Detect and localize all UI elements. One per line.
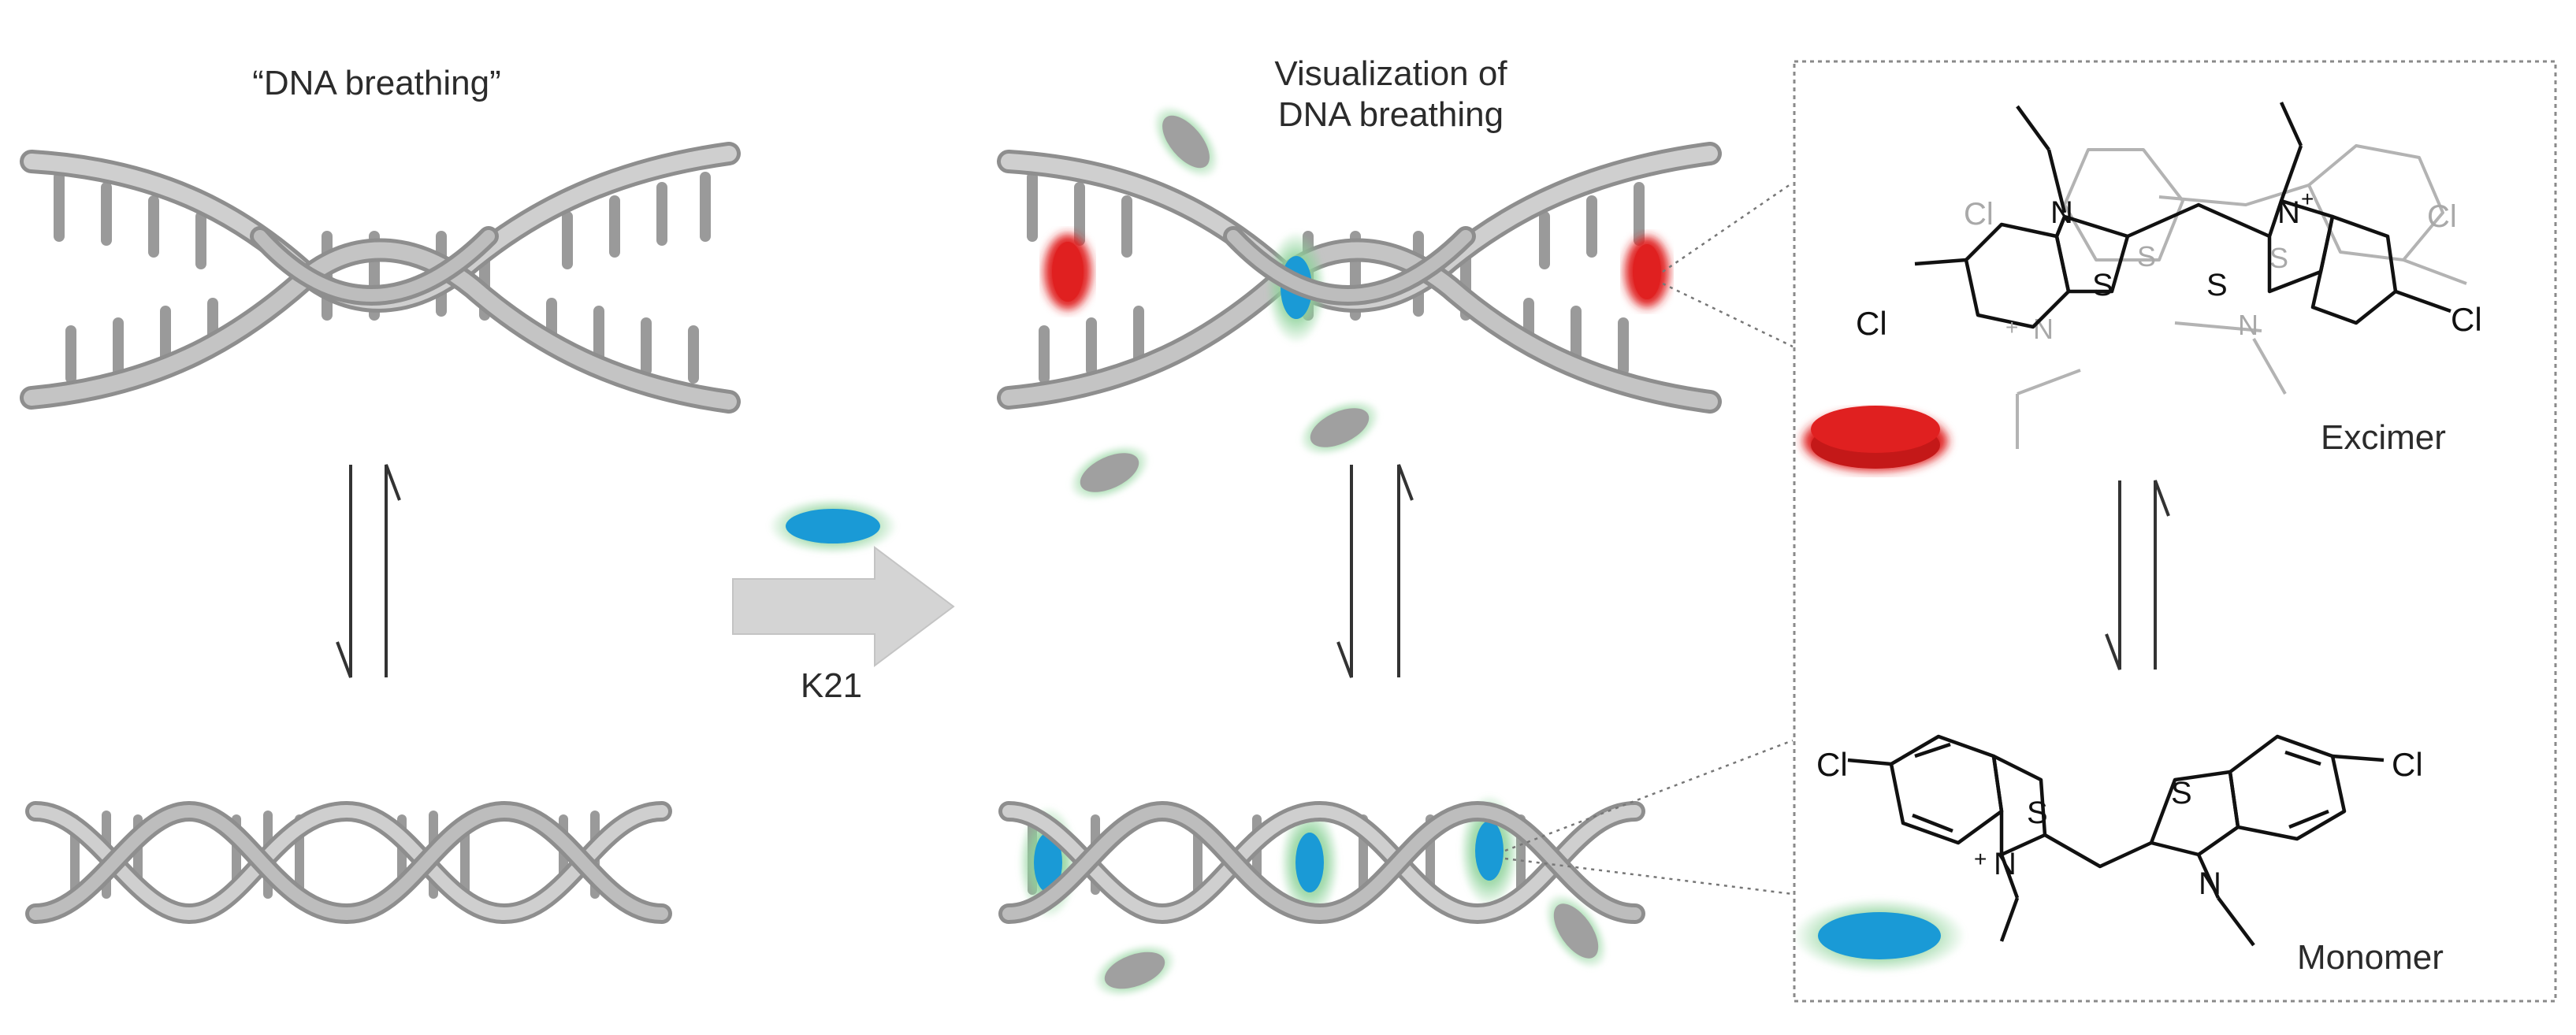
monomer-cl-left: Cl — [1816, 746, 1848, 783]
excimer-s-left: S — [2092, 268, 2113, 302]
excimer-n-right: N — [2277, 195, 2300, 230]
equilibrium-arrows-middle — [1336, 464, 1414, 678]
monomer-s-right: S — [2171, 776, 2192, 811]
excimer-ghost-cl-left: Cl — [1964, 197, 1994, 232]
excimer-n-left: N — [2050, 195, 2073, 230]
k21-dye-icon — [768, 498, 898, 555]
monomer-icon — [1793, 898, 1966, 974]
reaction-arrow-label: K21 — [801, 666, 862, 705]
monomer-s-left: S — [2027, 796, 2048, 830]
excimer-dye-left — [1044, 234, 1091, 310]
excimer-structure: Cl Cl S S N N Cl Cl N N + S S — [1856, 102, 2482, 449]
excimer-ghost-cl-right: Cl — [2427, 199, 2457, 234]
excimer-ghost-s-right: S — [2269, 242, 2288, 274]
excimer-cl-left: Cl — [1856, 305, 1887, 342]
excimer-icon — [1803, 406, 1948, 471]
equilibrium-arrows-inset — [2105, 480, 2170, 670]
visualized-closed-dna — [998, 794, 1645, 925]
excimer-ghost-n-right: N — [2238, 309, 2258, 341]
monomer-cl-right: Cl — [2392, 746, 2423, 783]
visualized-breathing-dna — [997, 142, 1722, 414]
excimer-label: Excimer — [2321, 418, 2446, 457]
excimer-dye-right — [1625, 236, 1669, 307]
excimer-cl-right: Cl — [2451, 301, 2482, 338]
monomer-label: Monomer — [2297, 938, 2444, 977]
excimer-charge-right: + — [2301, 187, 2314, 211]
breathing-dna-helix — [20, 142, 741, 414]
visualization-title-line1: Visualization of — [1274, 54, 1507, 93]
excimer-s-right: S — [2206, 268, 2228, 302]
free-dye-molecules — [1069, 105, 1608, 997]
dna-breathing-title: “DNA breathing” — [252, 64, 500, 102]
monomer-n-right: N — [2199, 866, 2221, 901]
monomer-charge: + — [1974, 847, 1987, 871]
equilibrium-arrows-left — [336, 464, 401, 678]
monomer-n-left: N — [1994, 847, 2017, 881]
visualization-title-line2: DNA breathing — [1278, 95, 1504, 134]
excimer-charge-left: + — [2005, 315, 2018, 339]
closed-dna-helix — [25, 800, 672, 925]
reaction-arrow — [732, 546, 955, 667]
excimer-ghost-s-left: S — [2137, 240, 2156, 273]
zoom-callout-lines — [1504, 181, 1794, 896]
monomer-structure — [1847, 734, 2385, 947]
